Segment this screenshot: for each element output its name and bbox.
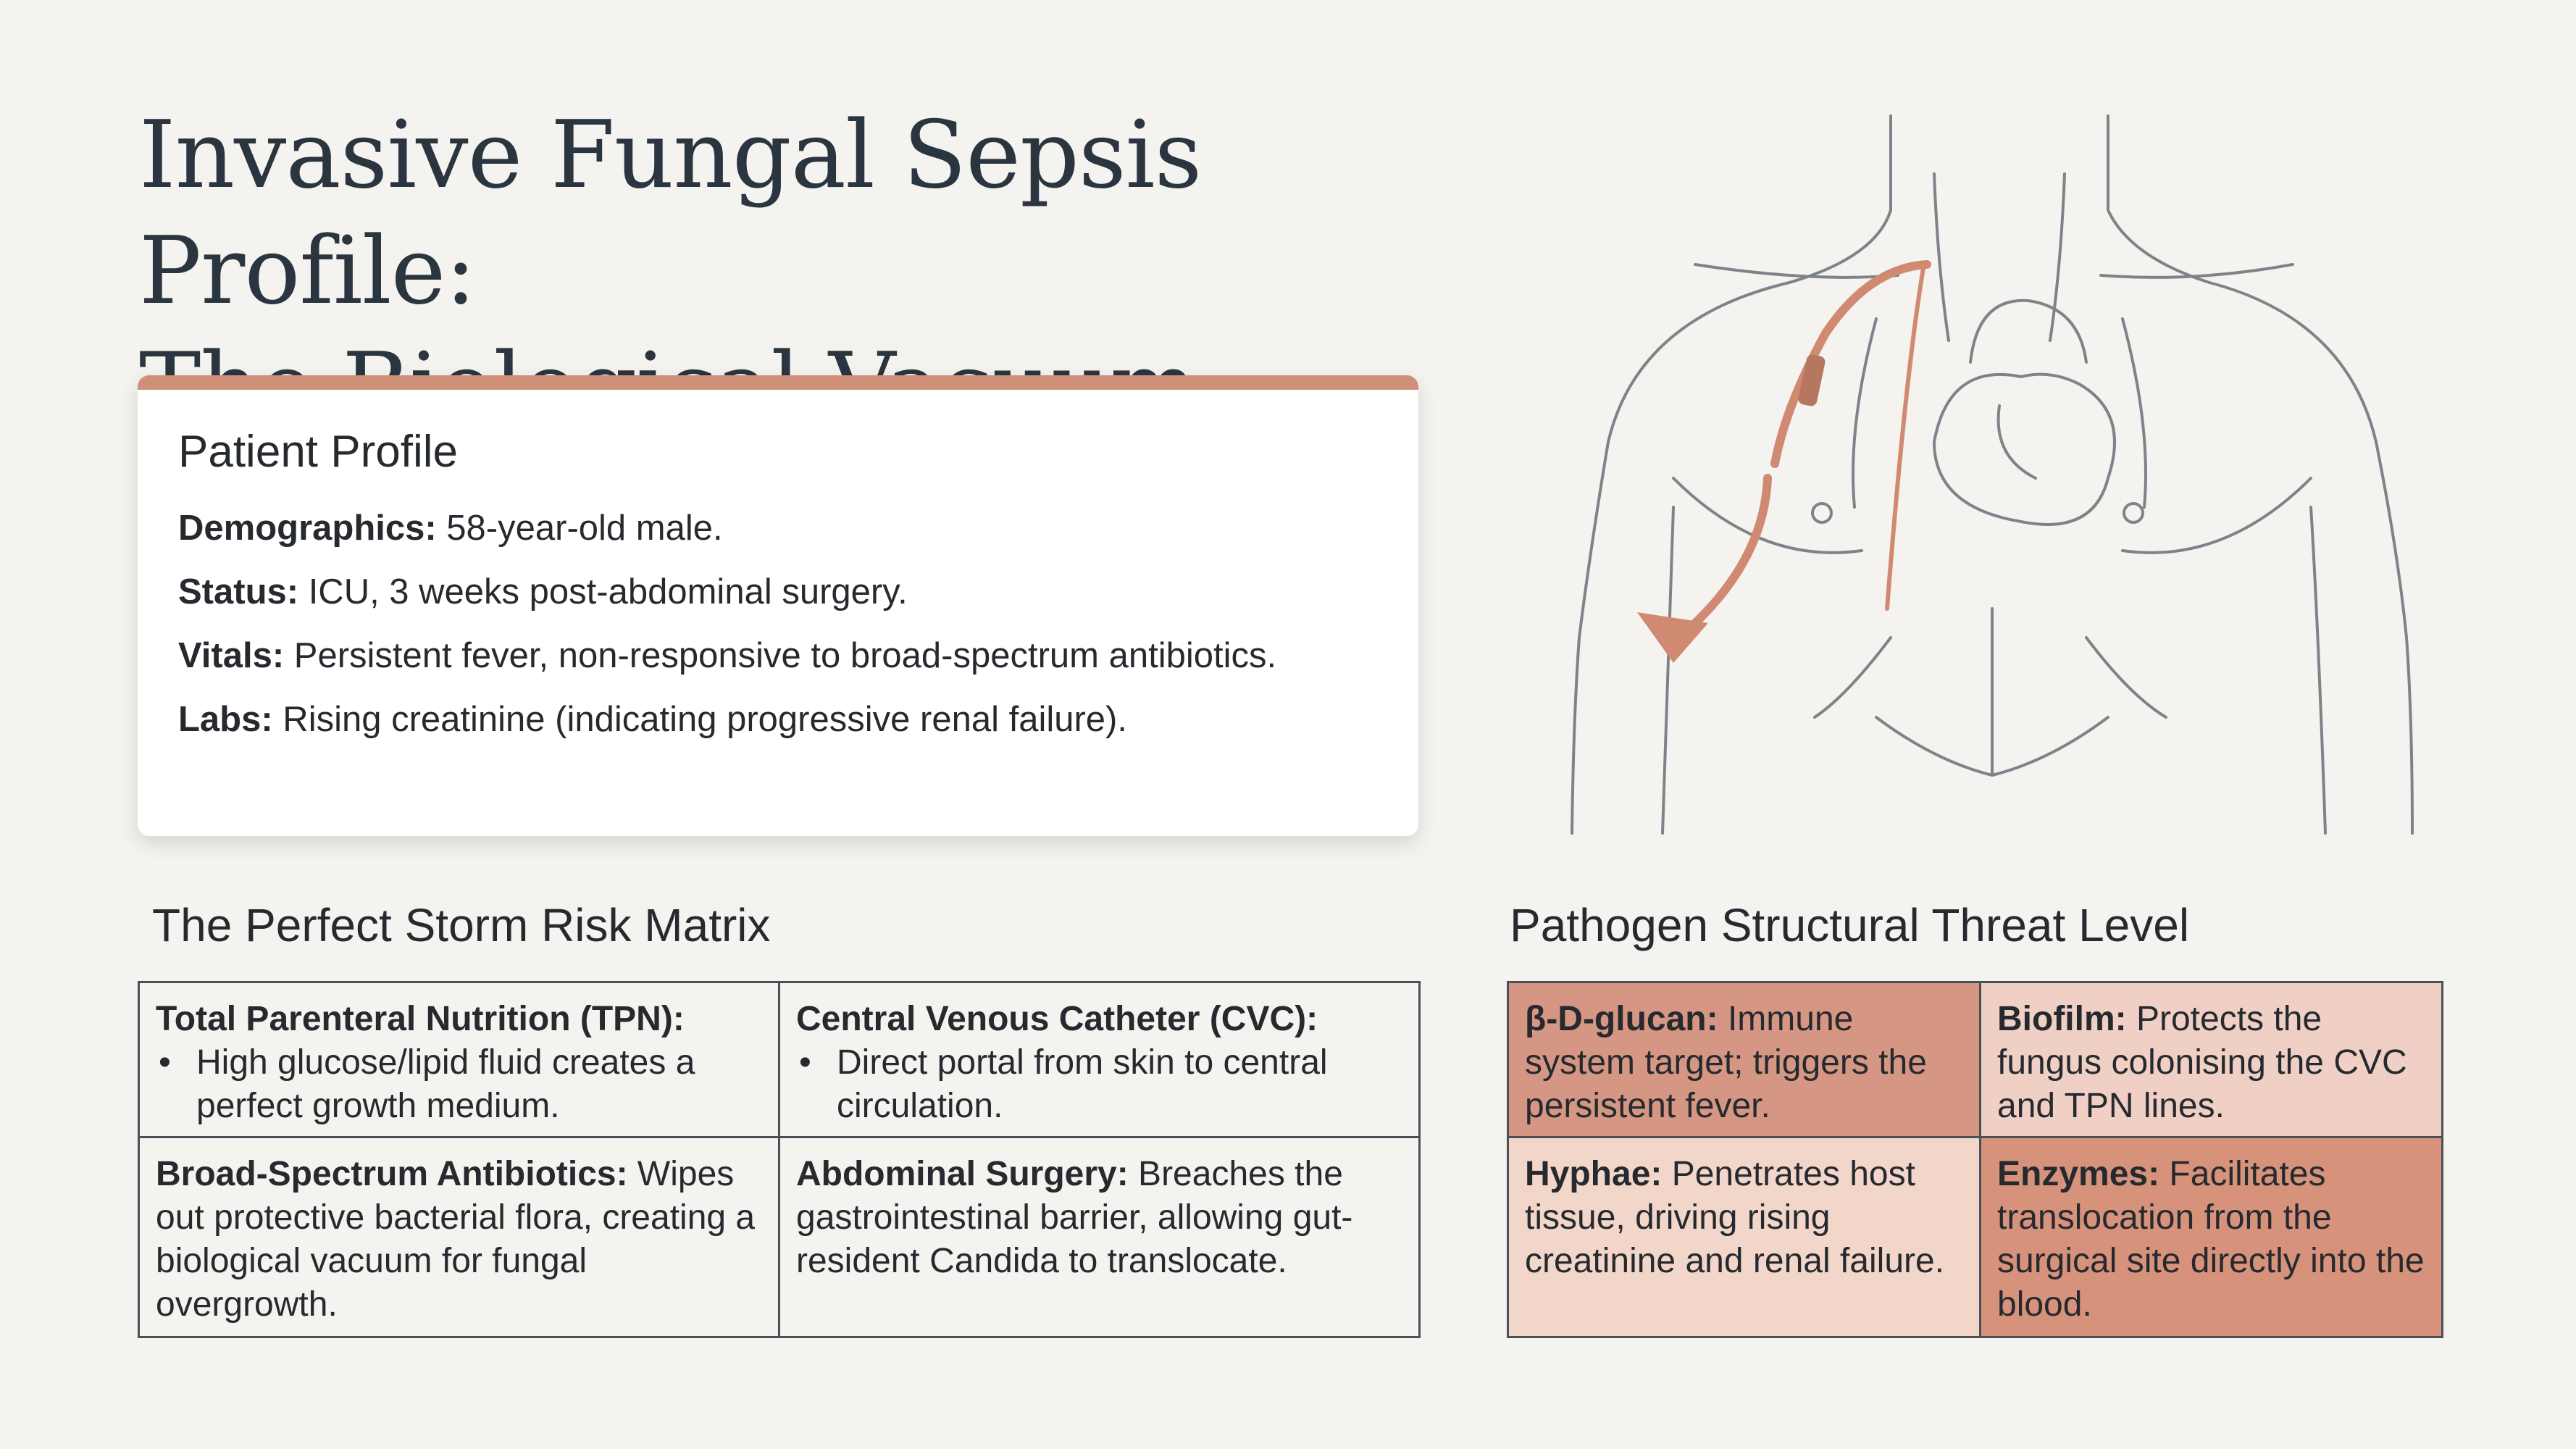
risk-matrix-table: Total Parenteral Nutrition (TPN): • High … — [138, 981, 1421, 1338]
profile-row-status: Status: ICU, 3 weeks post-abdominal surg… — [178, 569, 1308, 614]
profile-label: Demographics: — [178, 509, 437, 548]
risk-bullet: • High glucose/lipid fluid creates a perf… — [156, 1041, 762, 1128]
profile-row-demographics: Demographics: 58-year-old male. — [178, 506, 1308, 551]
profile-row-vitals: Vitals: Persistent fever, non-responsive… — [178, 633, 1308, 678]
clavicle-left — [1694, 263, 1899, 279]
catheter-line — [1770, 260, 1931, 468]
vessel-jugular-left — [1933, 172, 1950, 342]
threat-level-table: β-D-glucan: Immune system target; trigge… — [1507, 981, 2443, 1338]
risk-cell-text: Wipes out protective bacterial flora, cr… — [156, 1155, 756, 1324]
risk-cell-text: Direct portal from skin to central circu… — [837, 1043, 1328, 1125]
bullet-dot-icon: • — [799, 1043, 811, 1082]
threat-cell-text: Penetrates host tissue, driving rising c… — [1525, 1155, 1945, 1280]
arm-right-inner — [2309, 506, 2327, 835]
profile-value: Rising creatinine (indicating progressiv… — [272, 700, 1127, 739]
risk-cell-body: Broad-Spectrum Antibiotics: Wipes out pr… — [156, 1153, 762, 1327]
clavicle-right — [2099, 263, 2294, 279]
threat-cell-text: Protects the fungus colonising the CVC a… — [1997, 1000, 2407, 1125]
risk-cell-title: Total Parenteral Nutrition (TPN): — [156, 1000, 685, 1038]
shoulder-right-outline — [2208, 281, 2414, 835]
patient-profile-rows: Demographics: 58-year-old male. Status: … — [178, 506, 1308, 761]
heart-outline — [1933, 372, 2116, 526]
threat-cell-title: Enzymes: — [1997, 1155, 2160, 1193]
neck-left-outline — [1788, 114, 1892, 284]
profile-value: Persistent fever, non-responsive to broa… — [284, 636, 1277, 675]
risk-cell-title: Central Venous Catheter (CVC): — [796, 1000, 1318, 1038]
threat-cell-enzymes: Enzymes: Facilitates translocation from … — [1979, 1136, 2443, 1338]
abdomen-left — [1875, 716, 1994, 777]
threat-level-heading: Pathogen Structural Threat Level — [1510, 899, 2190, 951]
chest-right-outline — [2121, 477, 2312, 554]
nipple-right — [2123, 502, 2144, 524]
risk-cell-antibiotics: Broad-Spectrum Antibiotics: Wipes out pr… — [138, 1136, 780, 1338]
risk-cell-body: Abdominal Surgery: Breaches the gastroin… — [796, 1153, 1402, 1283]
profile-label: Labs: — [178, 700, 273, 739]
catheter-hub — [1798, 354, 1826, 406]
catheter-arrow-shaft — [1675, 474, 1772, 642]
patient-profile-heading: Patient Profile — [178, 427, 458, 477]
profile-label: Vitals: — [178, 636, 285, 675]
threat-cell-text: Facilitates translocation from the surgi… — [1997, 1155, 2425, 1324]
lung-left — [1852, 317, 1878, 509]
threat-cell-text: Immune system target; triggers the persi… — [1525, 1000, 1927, 1125]
title-line-1: Invasive Fungal Sepsis Profile: — [139, 101, 1202, 325]
aortic-arch — [1969, 298, 2088, 364]
risk-cell-title: Broad-Spectrum Antibiotics: — [156, 1155, 628, 1193]
risk-cell-cvc: Central Venous Catheter (CVC): • Direct p… — [778, 981, 1421, 1138]
risk-cell-title: Abdominal Surgery: — [796, 1155, 1129, 1193]
abdomen-right — [1991, 716, 2109, 777]
profile-row-labs: Labs: Rising creatinine (indicating prog… — [178, 697, 1308, 742]
catheter-arrow-head — [1637, 612, 1708, 663]
neck-right-outline — [2107, 114, 2211, 284]
rib-right — [2085, 636, 2167, 719]
patient-profile-card: Patient Profile Demographics: 58-year-ol… — [138, 375, 1418, 836]
threat-cell-title: Biofilm: — [1997, 1000, 2127, 1038]
risk-cell-text: Breaches the gastrointestinal barrier, a… — [796, 1155, 1353, 1280]
profile-label: Status: — [178, 572, 299, 611]
shoulder-left-outline — [1571, 281, 1791, 835]
vessel-jugular-right — [2049, 172, 2066, 342]
heart-inner — [1996, 404, 2037, 480]
bullet-dot-icon: • — [159, 1043, 171, 1082]
profile-value: ICU, 3 weeks post-abdominal surgery. — [298, 572, 908, 611]
catheter-tube — [1885, 266, 1925, 611]
threat-cell-hyphae: Hyphae: Penetrates host tissue, driving … — [1507, 1136, 1981, 1338]
risk-cell-surgery: Abdominal Surgery: Breaches the gastroin… — [778, 1136, 1421, 1338]
chest-left-outline — [1672, 477, 1863, 554]
profile-value: 58-year-old male. — [436, 509, 723, 548]
threat-cell-title: β-D-glucan: — [1525, 1000, 1718, 1038]
arm-left-inner — [1661, 506, 1675, 835]
threat-cell-biofilm: Biofilm: Protects the fungus colonising … — [1979, 981, 2443, 1138]
card-accent-bar — [138, 375, 1418, 390]
risk-cell-tpn: Total Parenteral Nutrition (TPN): • High … — [138, 981, 780, 1138]
threat-cell-beta-d-glucan: β-D-glucan: Immune system target; trigge… — [1507, 981, 1981, 1138]
lung-right — [2121, 317, 2147, 509]
risk-matrix-heading: The Perfect Storm Risk Matrix — [152, 899, 771, 951]
rib-left — [1813, 636, 1892, 719]
threat-cell-title: Hyphae: — [1525, 1155, 1663, 1193]
torso-catheter-illustration — [1571, 114, 2414, 835]
risk-cell-text: High glucose/lipid fluid creates a perfe… — [196, 1043, 695, 1125]
risk-bullet: • Direct portal from skin to central circ… — [796, 1041, 1402, 1128]
nipple-left — [1811, 502, 1833, 524]
